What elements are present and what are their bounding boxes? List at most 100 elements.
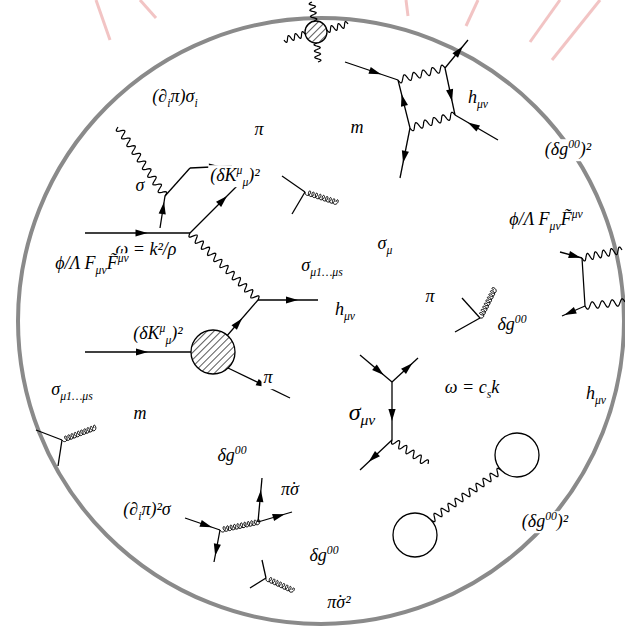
arrowhead: [272, 514, 285, 521]
arrowhead: [388, 409, 395, 421]
arrowhead: [286, 296, 298, 303]
superscript: 00: [545, 510, 557, 523]
math-label: (δg00)²: [543, 139, 593, 161]
propagator-line: [400, 128, 410, 178]
label-part: (δg: [522, 511, 545, 531]
math-label: m: [132, 403, 149, 425]
subscript: μν: [550, 220, 561, 233]
label-part: δg: [497, 314, 514, 334]
subscript: μν: [96, 264, 107, 277]
math-label: hμν: [466, 87, 490, 109]
math-label: σμ: [376, 233, 395, 255]
arrowhead: [199, 520, 212, 527]
propagator-line: [360, 355, 392, 382]
math-label: δg00: [495, 314, 528, 336]
propagator-line: [360, 440, 392, 470]
label-part: h: [586, 383, 595, 403]
arrowhead: [136, 348, 148, 355]
wavy-line: [585, 299, 625, 309]
label-part: h: [468, 87, 477, 107]
math-label: σ: [134, 175, 147, 197]
math-label: δg00: [215, 445, 248, 467]
propagator-line: [392, 358, 418, 382]
superscript: μ: [237, 164, 243, 177]
superscript: μν: [572, 208, 583, 221]
math-label: δg00: [307, 545, 340, 567]
propagator-line: [282, 176, 305, 192]
feynman-diagrams: [36, 2, 625, 592]
subscript: μ: [165, 334, 171, 347]
propagator-line: [445, 40, 468, 68]
math-label: π: [261, 367, 274, 389]
label-part: π)σ: [171, 86, 195, 106]
subscript: μ: [242, 176, 248, 189]
subscript: μ: [387, 244, 393, 257]
wavy-line: [327, 22, 348, 33]
arrowhead: [369, 451, 380, 462]
label-part: π: [425, 286, 434, 306]
superscript: 00: [327, 544, 339, 557]
propagator-line: [560, 252, 582, 258]
math-label: π: [423, 286, 436, 308]
math-label: ϕ/Λ FμνF̃μν: [507, 209, 584, 231]
propagator-line: [292, 192, 305, 214]
label-part: )²: [557, 511, 568, 531]
wavy-line: [314, 43, 321, 62]
propagator-line: [455, 115, 498, 140]
propagator-line: [462, 298, 480, 318]
label-part: (∂: [152, 86, 167, 106]
wavy-line: [398, 65, 445, 83]
math-label: σμν: [347, 398, 378, 427]
arrowhead: [216, 196, 227, 207]
propagator-line: [165, 168, 190, 196]
propagator-line: [228, 368, 290, 398]
label-part: (δg: [545, 139, 568, 159]
subscript: μν: [477, 98, 488, 111]
wavy-line: [116, 127, 166, 196]
arrowhead: [231, 318, 242, 329]
superscript: μν: [118, 252, 129, 265]
label-part: ω = c: [445, 377, 487, 397]
arrowhead: [402, 150, 409, 162]
label-part: )²: [248, 165, 259, 185]
math-label: σμ1…μs: [49, 379, 94, 401]
label-part: δg: [309, 545, 326, 565]
arrowhead: [368, 67, 381, 74]
subscript: i: [138, 510, 141, 523]
arrowhead: [256, 490, 263, 502]
propagator-line: [582, 258, 585, 306]
math-label: (δKμμ)²: [208, 165, 262, 187]
superscript: μ: [160, 322, 166, 335]
subscript: i: [194, 97, 197, 110]
math-label: π̇σ: [279, 479, 301, 501]
loop: [393, 513, 437, 557]
arrowhead: [468, 122, 480, 131]
label-part: σ: [349, 399, 361, 425]
coil-line: [480, 288, 497, 319]
label-part: π: [263, 367, 272, 387]
label-part: ϕ/Λ F: [55, 253, 95, 273]
propagator-line: [562, 306, 585, 316]
wavy-line: [189, 233, 259, 300]
label-part: (δK: [210, 165, 236, 185]
label-part: π̇σ: [281, 479, 299, 499]
superscript: 00: [235, 444, 247, 457]
arrowhead: [372, 364, 383, 374]
coil-line: [305, 191, 338, 204]
label-part: (δK: [133, 323, 159, 343]
label-part: m: [134, 403, 147, 423]
label-part: π)²σ: [141, 499, 170, 519]
subscript: i: [167, 97, 170, 110]
arrowhead: [452, 46, 462, 58]
math-label: (δg00)²: [520, 511, 570, 533]
arrowhead: [568, 251, 581, 258]
superscript: 00: [568, 138, 580, 151]
arrowhead: [401, 94, 408, 107]
label-part: ϕ/Λ F: [509, 209, 549, 229]
coil-line: [266, 578, 295, 593]
math-label: ϕ/Λ FμνF̃μν: [53, 253, 130, 275]
outer-circle: [18, 18, 624, 624]
label-part: (∂: [123, 499, 138, 519]
wavy-line: [582, 247, 622, 261]
propagator-line: [345, 62, 398, 80]
